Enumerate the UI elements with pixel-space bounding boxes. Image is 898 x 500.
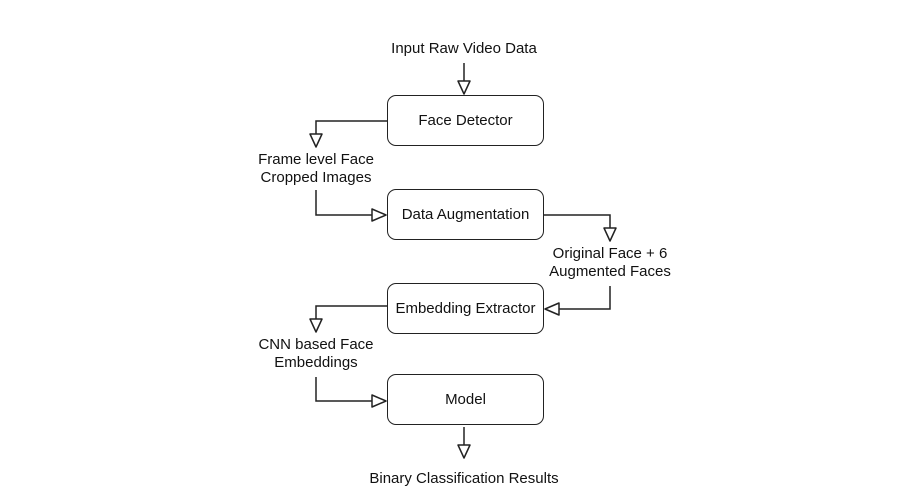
arrowhead-icon (457, 444, 471, 459)
arrow-augmented-to-extractor (559, 286, 611, 310)
augmented-faces-label-line1: Original Face + 6 (552, 245, 668, 262)
data-augmentation-node: Data Augmentation (387, 189, 544, 240)
output-label: Binary Classification Results (369, 470, 559, 487)
arrow-cropped-to-augmentation (315, 190, 372, 216)
augmented-faces-label: Original Face + 6 Augmented Faces (530, 245, 690, 281)
embeddings-label-line2: Embeddings (274, 354, 358, 371)
cropped-images-label-line1: Frame level Face (258, 151, 374, 168)
input-label: Input Raw Video Data (391, 40, 537, 57)
arrow-face-detector-to-cropped (315, 120, 387, 134)
face-detector-node: Face Detector (387, 95, 544, 146)
arrow-embeddings-to-model (315, 377, 372, 402)
arrowhead-icon (544, 302, 560, 316)
augmented-faces-label-line2: Augmented Faces (549, 263, 671, 280)
arrow-augmentation-to-augmented (544, 214, 611, 228)
arrowhead-icon (603, 227, 617, 242)
embedding-extractor-node: Embedding Extractor (387, 283, 544, 334)
arrowhead-icon (309, 318, 323, 333)
embeddings-label-line1: CNN based Face (258, 336, 374, 353)
arrowhead-icon (371, 208, 387, 222)
arrowhead-icon (309, 133, 323, 148)
embeddings-label: CNN based Face Embeddings (236, 336, 396, 372)
cropped-images-label: Frame level Face Cropped Images (236, 151, 396, 187)
cropped-images-label-line2: Cropped Images (260, 169, 372, 186)
arrow-extractor-to-embeddings (315, 305, 387, 319)
model-node: Model (387, 374, 544, 425)
arrowhead-icon (371, 394, 387, 408)
arrowhead-icon (457, 80, 471, 95)
